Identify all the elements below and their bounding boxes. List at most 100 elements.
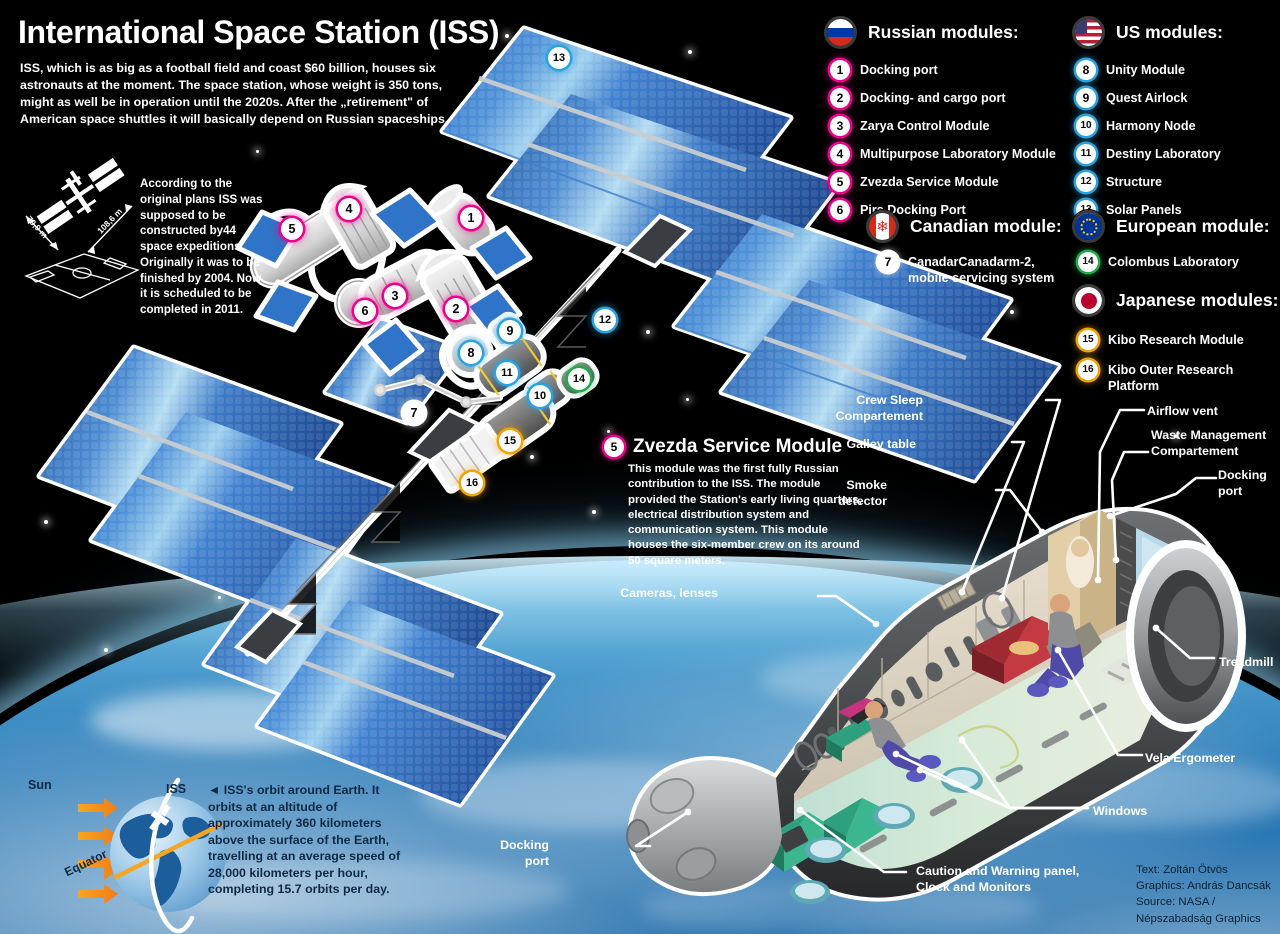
legend-title-canadian: Canadian module: [910, 216, 1062, 236]
zvezda-description: This module was the first fully Russian … [628, 463, 862, 567]
callout-airflow-vent: Airflow vent [1147, 404, 1218, 418]
legend-item-label: CanadarCanadarm-2, mobile servicing syst… [908, 255, 1055, 286]
diagram-marker-12[interactable]: 12 [594, 309, 616, 331]
legend-number-badge: 5 [830, 172, 850, 192]
diagram-marker-2[interactable]: 2 [445, 298, 467, 320]
diagram-marker-16[interactable]: 16 [461, 472, 483, 494]
legend-number-badge: 16 [1078, 360, 1098, 380]
eu-flag-icon [1072, 210, 1105, 243]
callout-windows: Windows [1093, 804, 1148, 818]
star [688, 50, 692, 54]
legend-header-japanese: Japanese modules: [1072, 284, 1278, 317]
japan-flag-icon [1072, 284, 1105, 317]
credit-source: Source: NASA / [1136, 896, 1216, 909]
legend-item-label: Multipurpose Laboratory Module [860, 147, 1056, 161]
star [104, 648, 108, 652]
legend-number-badge: 1 [830, 60, 850, 80]
diagram-marker-13[interactable]: 13 [548, 47, 570, 69]
zvezda-marker-number: 5 [604, 437, 624, 457]
legend-item-label: Zvezda Service Module [860, 175, 999, 189]
usa-flag-icon [1072, 16, 1105, 49]
diagram-marker-15[interactable]: 15 [499, 430, 521, 452]
callout-crew-sleep: Crew Sleep Compartement [835, 393, 923, 423]
callout-waste-management: Waste Management Compartement [1151, 428, 1267, 458]
diagram-marker-14[interactable]: 14 [568, 368, 590, 390]
legend-header-us: US modules: [1072, 16, 1223, 49]
legend-header-european: European module: [1072, 210, 1270, 243]
legend-item-label: Solar Panels [1106, 203, 1182, 217]
diagram-marker-6[interactable]: 6 [354, 300, 376, 322]
credit-graphics: Graphics: András Dancsák [1136, 880, 1271, 893]
legend-item-label: Docking- and cargo port [860, 91, 1006, 105]
iss-station-illustration [36, 25, 1062, 808]
zvezda-cutaway-illustration [626, 506, 1246, 904]
diagram-marker-9[interactable]: 9 [499, 320, 521, 342]
callout-galley-table: Galley table [846, 437, 916, 451]
construction-note: According to the original plans ISS was … [140, 177, 263, 317]
diagram-marker-10[interactable]: 10 [529, 385, 551, 407]
callout-caution-panel: Caution and Warning panel, Clock and Mon… [916, 864, 1080, 894]
legend-number-badge: 10 [1076, 116, 1096, 136]
diagram-marker-11[interactable]: 11 [496, 362, 518, 384]
legend-title-european: European module: [1116, 216, 1270, 236]
star [44, 520, 48, 524]
legend-number-badge: 8 [1076, 60, 1096, 80]
star [686, 398, 689, 401]
callout-cameras-lenses: Cameras, lenses [620, 586, 718, 600]
legend-item-label: Kibo Research Module [1108, 333, 1244, 347]
legend-item-label: Colombus Laboratory [1108, 255, 1239, 269]
star [1174, 434, 1178, 438]
callout-vela-ergometer: Vela Ergometer [1145, 751, 1236, 765]
star [530, 455, 534, 459]
legend-title-japanese: Japanese modules: [1116, 290, 1279, 310]
diagram-marker-8[interactable]: 8 [460, 342, 482, 364]
legend-number-badge: 11 [1076, 144, 1096, 164]
credit-source-2: Népszabadság Graphics [1136, 912, 1261, 925]
legend-item-label: Structure [1106, 175, 1162, 189]
star [256, 150, 259, 153]
diagram-marker-7[interactable]: 7 [403, 402, 425, 424]
star [505, 34, 509, 38]
legend-item-label: Zarya Control Module [860, 119, 990, 133]
orbit-description: ◄ ISS's orbit around Earth. It orbits at… [208, 783, 401, 896]
legend-item-russian-5[interactable]: 5 Zvezda Service Module [830, 172, 1060, 192]
callout-docking-port-top: Docking port [1218, 468, 1267, 498]
legend-number-badge: 2 [830, 88, 850, 108]
orbit-diagram [78, 777, 226, 934]
callout-docking-port-left: Docking port [500, 838, 549, 868]
diagram-marker-1[interactable]: 1 [460, 207, 482, 229]
diagram-marker-4[interactable]: 4 [338, 198, 360, 220]
legend-item-russian-2[interactable]: 2 Docking- and cargo port [830, 88, 1060, 108]
legend-number-badge: 9 [1076, 88, 1096, 108]
diagram-marker-5[interactable]: 5 [281, 218, 303, 240]
legend-item-us-12[interactable]: 12 Structure [1076, 172, 1276, 192]
legend-header-canadian: ❄ Canadian module: [866, 210, 1062, 243]
legend-item-us-9[interactable]: 9 Quest Airlock [1076, 88, 1276, 108]
legend-number-badge: 14 [1078, 252, 1098, 272]
legend-item-european-14[interactable]: 14 Colombus Laboratory [1078, 252, 1268, 272]
page-title: International Space Station (ISS) [18, 14, 500, 50]
sun-label: Sun [28, 778, 52, 792]
star [1010, 310, 1014, 314]
star [646, 330, 650, 334]
legend-number-badge: 15 [1078, 330, 1098, 350]
legend-number-badge: 12 [1076, 172, 1096, 192]
legend-item-label: Quest Airlock [1106, 91, 1188, 105]
star [218, 596, 221, 599]
russia-flag-icon [824, 16, 857, 49]
legend-header-russian: Russian modules: [824, 16, 1019, 49]
credits-block: Text: Zoltán Ötvös Graphics: András Danc… [1136, 862, 1271, 927]
iss-orbit-label: ISS [166, 782, 187, 796]
size-comparison-graphic: 79,9 m 108,6 m [22, 157, 142, 303]
legend-item-japanese-15[interactable]: 15 Kibo Research Module [1078, 330, 1268, 350]
diagram-marker-3[interactable]: 3 [384, 285, 406, 307]
